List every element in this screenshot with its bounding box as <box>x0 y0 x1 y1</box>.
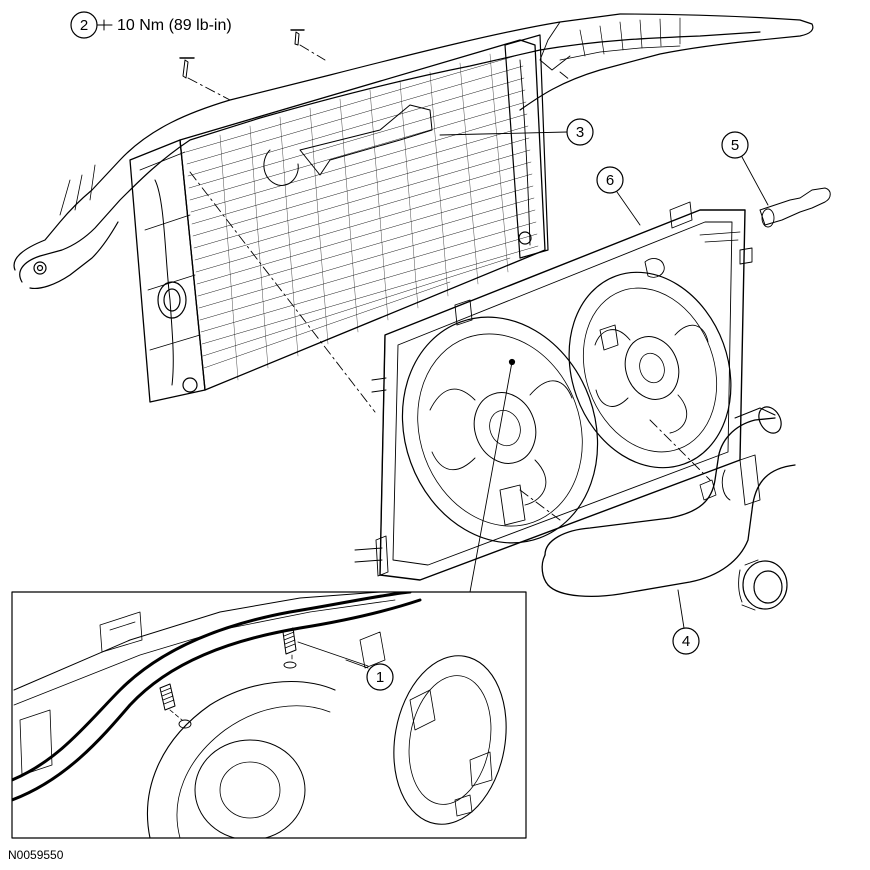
fan-shroud-assembly <box>354 201 753 581</box>
callout-4-number: 4 <box>682 633 690 650</box>
torque-spec-label: 10 Nm (89 lb-in) <box>117 17 232 34</box>
push-pin-fastener <box>282 627 297 669</box>
detail-leader <box>469 358 516 593</box>
callout-3-number: 3 <box>576 124 584 141</box>
radiator-support-bracket <box>13 13 814 290</box>
callout-6-number: 6 <box>606 172 614 189</box>
callout-1-number: 1 <box>376 669 384 686</box>
callout-3 <box>439 118 594 146</box>
callout-6 <box>596 166 641 226</box>
callout-2 <box>70 11 113 39</box>
push-pin-fastener <box>159 683 192 729</box>
radiator-core-fins <box>185 53 539 381</box>
lower-radiator-hose <box>541 406 796 611</box>
callout-1 <box>366 663 394 691</box>
detail-inset <box>11 591 527 839</box>
callout-2-number: 2 <box>80 17 88 34</box>
right-cooling-fan <box>568 271 732 469</box>
callout-4 <box>672 589 700 655</box>
callout-5 <box>721 131 769 206</box>
coolant-sensor-connector <box>759 187 831 228</box>
callout-5-number: 5 <box>731 137 739 154</box>
upper-bolts <box>179 29 305 79</box>
radiator <box>129 34 549 403</box>
left-cooling-fan <box>401 316 599 544</box>
alignment-lines <box>187 44 711 521</box>
figure-id-label: N0059550 <box>8 848 64 862</box>
